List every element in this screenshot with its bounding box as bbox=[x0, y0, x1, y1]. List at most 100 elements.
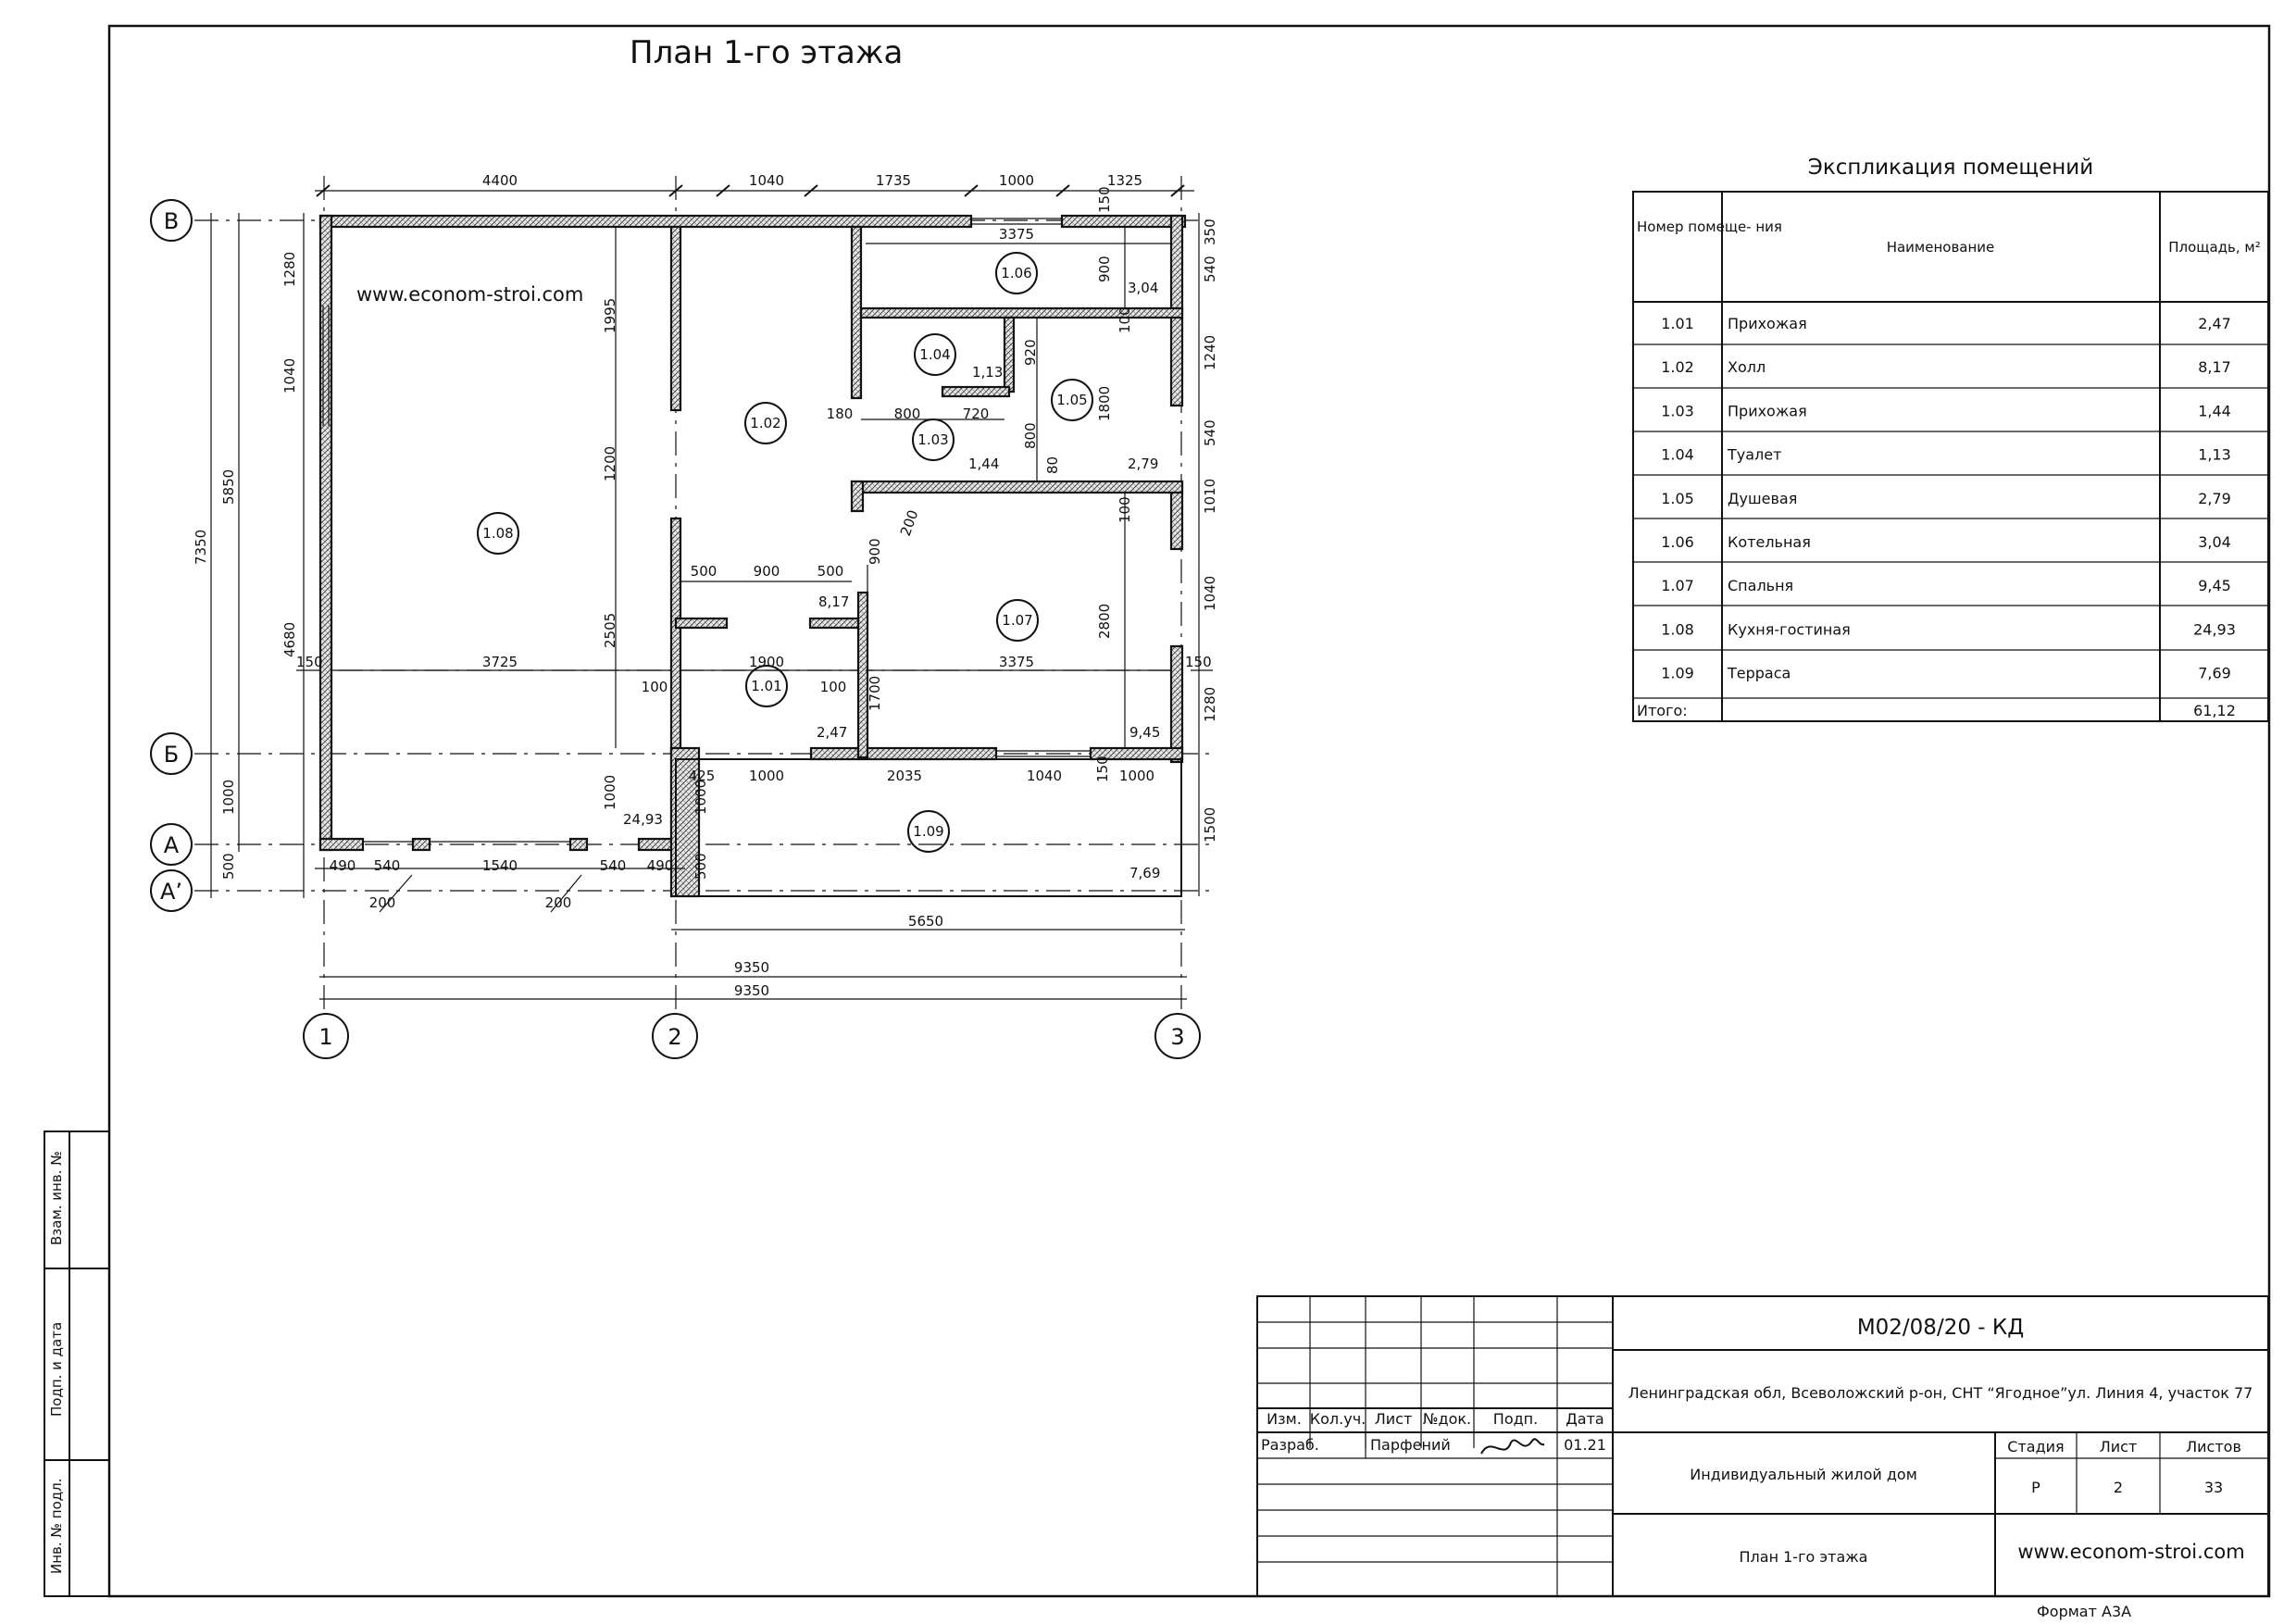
dim-label: 2505 bbox=[602, 613, 618, 648]
axis-label: А’ bbox=[160, 879, 182, 905]
table-cell-number: 1.09 bbox=[1661, 665, 1694, 682]
walls bbox=[318, 214, 1187, 898]
dim-label: 1800 bbox=[1096, 386, 1113, 421]
dim-label: 180 bbox=[827, 406, 854, 422]
terrace-outline bbox=[675, 758, 1182, 897]
table-cell-name: Котельная bbox=[1728, 533, 1811, 551]
dim-label: 1000 bbox=[999, 172, 1034, 189]
table-cell-area: 1,13 bbox=[2198, 446, 2231, 464]
axis-label: В bbox=[164, 208, 179, 234]
dim-label: 80 bbox=[1044, 456, 1061, 474]
room-area: 2,47 bbox=[817, 724, 847, 741]
table-cell-name: Прихожая bbox=[1728, 315, 1807, 332]
dim-label: 100 bbox=[1117, 306, 1133, 333]
axis-bubbles: В Б А А’ 1 2 3 bbox=[150, 199, 1201, 1059]
dim-label: 900 bbox=[867, 538, 883, 565]
dim-label: 540 bbox=[1202, 419, 1218, 446]
room-number: 1.06 bbox=[1001, 265, 1031, 281]
stamp-sheet: 2 bbox=[2114, 1479, 2123, 1496]
dim-label: 1010 bbox=[1202, 479, 1218, 514]
plan-title: План 1-го этажа bbox=[630, 34, 903, 71]
stamp-developer-role: Разраб. bbox=[1261, 1436, 1319, 1454]
room-area: 1,13 bbox=[972, 364, 1003, 381]
dim-label: 500 bbox=[817, 563, 844, 580]
dim-label: 2035 bbox=[887, 768, 922, 784]
table-header: Наименование bbox=[1887, 239, 1995, 256]
dim-label: 490 bbox=[330, 857, 356, 874]
room-areas: 3,04 1,13 1,44 2,79 8,17 2,47 9,45 24,93… bbox=[623, 280, 1160, 881]
dim-label: 540 bbox=[1202, 256, 1218, 282]
room-bubbles: 1.02 1.08 1.06 1.04 1.05 1.03 1.07 1.01 … bbox=[477, 252, 1093, 853]
inner-dim-lines bbox=[331, 227, 1171, 748]
dim-label: 4400 bbox=[482, 172, 518, 189]
side-stamp-label: Инв. № подл. bbox=[48, 1479, 65, 1574]
table-total-value: 61,12 bbox=[2193, 702, 2236, 719]
dim-label: 9350 bbox=[734, 982, 769, 999]
dimension-chains: 4400 1040 1735 1000 1325 150 1280 1040 5… bbox=[193, 172, 1218, 1000]
table-cell-number: 1.01 bbox=[1661, 315, 1694, 332]
dim-label: 5650 bbox=[908, 913, 943, 930]
dim-label: 4680 bbox=[281, 622, 298, 657]
dim-label: 150 bbox=[1094, 756, 1111, 782]
axis-label: 2 bbox=[668, 1024, 681, 1050]
room-number: 1.04 bbox=[919, 346, 950, 363]
dim-label: 1000 bbox=[1119, 768, 1154, 784]
room-area: 3,04 bbox=[1128, 280, 1158, 296]
dim-label: 1500 bbox=[1202, 807, 1218, 843]
side-stamp-label: Подп. и дата bbox=[48, 1322, 65, 1417]
dim-label: 3725 bbox=[482, 654, 518, 670]
stamp-format: Формат А3А bbox=[2037, 1603, 2131, 1620]
room-number: 1.05 bbox=[1056, 392, 1087, 408]
room-number: 1.02 bbox=[750, 415, 780, 431]
room-area: 1,44 bbox=[968, 456, 999, 472]
table-cell-area: 7,69 bbox=[2198, 665, 2231, 682]
stamp-col-header: Кол.уч. bbox=[1310, 1410, 1366, 1428]
dim-label: 900 bbox=[754, 563, 780, 580]
table-cell-area: 3,04 bbox=[2198, 533, 2231, 551]
dim-label: 1325 bbox=[1107, 172, 1142, 189]
side-stamp-label: Взам. инв. № bbox=[48, 1151, 65, 1245]
dim-label: 720 bbox=[963, 406, 990, 422]
dim-label: 3375 bbox=[999, 226, 1034, 243]
dim-label: 9350 bbox=[734, 959, 769, 976]
table-cell-number: 1.08 bbox=[1661, 620, 1694, 638]
room-number: 1.01 bbox=[751, 678, 781, 694]
dim-label: 100 bbox=[820, 679, 847, 695]
dim-label: 920 bbox=[1022, 339, 1039, 366]
openings bbox=[322, 218, 1091, 843]
axis-label: 1 bbox=[318, 1024, 332, 1050]
stamp-col-header: Подп. bbox=[1493, 1410, 1538, 1428]
room-area: 8,17 bbox=[818, 593, 849, 610]
dim-label: 1000 bbox=[220, 780, 237, 815]
room-area: 7,69 bbox=[1129, 865, 1160, 881]
dim-label: 200 bbox=[545, 894, 572, 911]
table-cell-number: 1.03 bbox=[1661, 402, 1694, 419]
table-cell-area: 9,45 bbox=[2198, 577, 2231, 594]
dim-label: 1280 bbox=[1202, 687, 1218, 722]
dim-label: 1735 bbox=[876, 172, 911, 189]
table-cell-area: 2,47 bbox=[2198, 315, 2231, 332]
room-number: 1.03 bbox=[917, 431, 948, 448]
dim-label: 500 bbox=[693, 853, 709, 880]
dim-label: 1280 bbox=[281, 252, 298, 287]
dim-label: 900 bbox=[1096, 256, 1113, 282]
dim-label: 1540 bbox=[482, 857, 518, 874]
stamp-sheets: 33 bbox=[2204, 1479, 2223, 1496]
room-number: 1.09 bbox=[913, 823, 943, 840]
dim-label: 350 bbox=[1202, 219, 1218, 245]
dim-label: 1040 bbox=[281, 358, 298, 394]
table-cell-name: Туалет bbox=[1727, 446, 1781, 464]
stamp-developer-name: Парфений bbox=[1370, 1436, 1451, 1454]
dim-label: 500 bbox=[691, 563, 718, 580]
signature bbox=[1480, 1438, 1545, 1455]
dim-label: 800 bbox=[1022, 422, 1039, 449]
stamp-date: 01.21 bbox=[1564, 1436, 1606, 1454]
stamp-address: Ленинградская обл, Всеволожский р-он, СН… bbox=[1628, 1384, 2253, 1402]
room-number: 1.07 bbox=[1002, 612, 1032, 629]
dim-label: 1040 bbox=[1202, 576, 1218, 611]
dim-label: 540 bbox=[374, 857, 401, 874]
stamp-col-header: Изм. bbox=[1267, 1410, 1302, 1428]
table-cell-number: 1.07 bbox=[1661, 577, 1694, 594]
